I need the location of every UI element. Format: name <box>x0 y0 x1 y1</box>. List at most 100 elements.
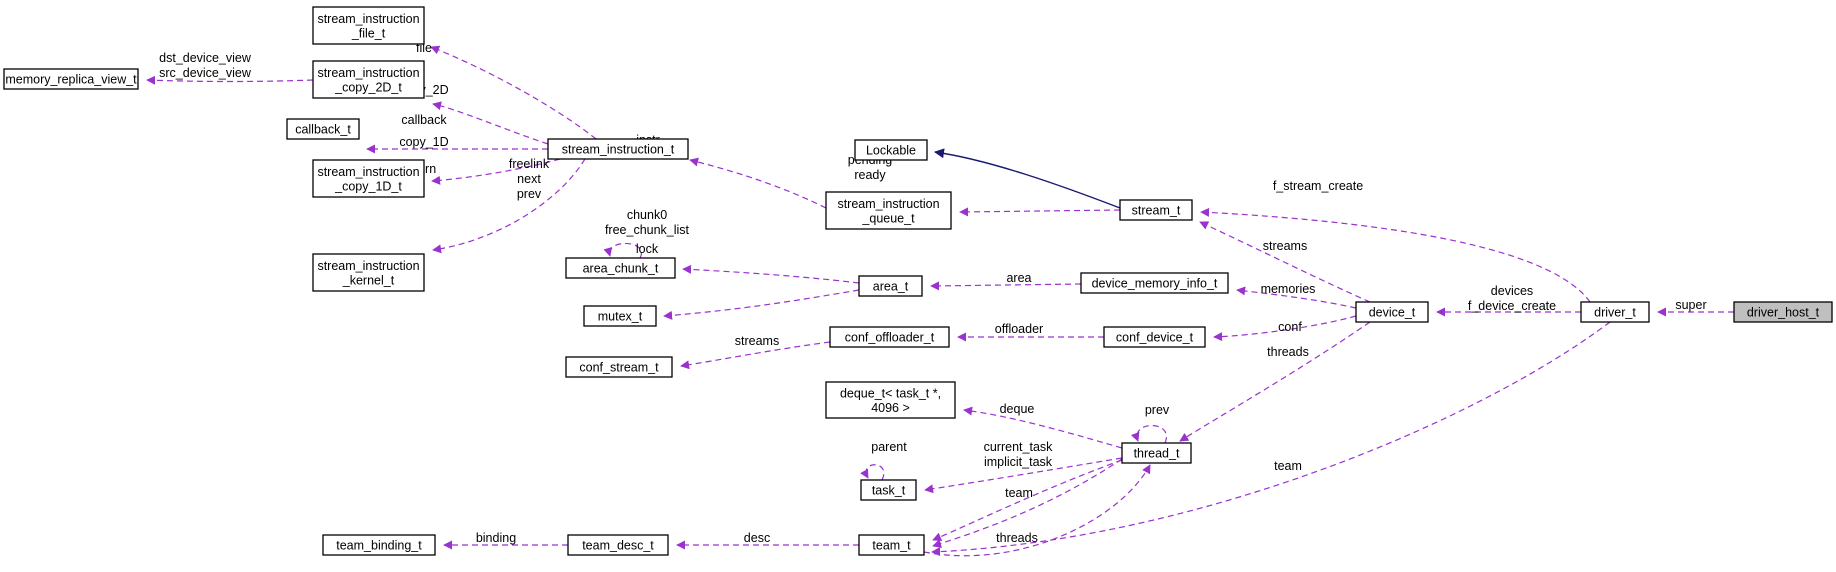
node-box <box>860 479 917 501</box>
node-lockable[interactable]: Lockable <box>854 139 928 161</box>
edge-label-threads-dev: threads <box>1267 345 1309 359</box>
edge-lockable <box>934 148 1121 209</box>
edge-label-team-thread: team <box>1005 486 1033 500</box>
node-stream-instruction-copy-1d-t[interactable]: stream_instruction_copy_1D_t <box>312 159 425 198</box>
node-label: deque_t< task_t *, <box>840 386 941 400</box>
edge-kern <box>432 158 586 254</box>
edge-f-stream <box>1200 207 1591 303</box>
node-box <box>1121 442 1192 464</box>
node-label: task_t <box>872 484 906 498</box>
node-box <box>312 159 425 198</box>
node-deque-t[interactable]: deque_t< task_t *,4096 > <box>825 381 956 419</box>
edge-label-streams-conf: streams <box>735 334 779 348</box>
node-box <box>3 68 139 90</box>
node-box <box>858 534 925 556</box>
edge-area <box>930 281 1082 291</box>
edge-label-threads-team: threads <box>996 531 1038 545</box>
node-box <box>1580 301 1650 323</box>
node-label: _file_t <box>351 26 386 40</box>
node-stream-instruction-t[interactable]: stream_instruction_t <box>547 138 689 160</box>
node-team-binding-t[interactable]: team_binding_t <box>322 534 436 556</box>
edge-label-devices-2: f_device_create <box>1468 299 1556 313</box>
edge-streams-dev <box>1199 221 1371 303</box>
node-label: stream_t <box>1132 204 1181 218</box>
node-stream-instruction-queue-t[interactable]: stream_instruction_queue_t <box>825 191 952 230</box>
node-label: thread_t <box>1134 447 1180 461</box>
node-label: stream_instruction <box>837 197 939 211</box>
node-box <box>1103 326 1206 348</box>
edge-label-freelink-1: freelink <box>509 157 550 171</box>
edge-label-chunk0-1: chunk0 <box>627 208 667 222</box>
node-device-t[interactable]: device_t <box>1355 301 1429 323</box>
node-box <box>547 138 689 160</box>
edge-copy-1d <box>431 158 561 185</box>
edge-instr <box>689 157 827 209</box>
edge-label-area: area <box>1006 271 1031 285</box>
node-area-t[interactable]: area_t <box>858 275 923 297</box>
edge-label-memories: memories <box>1261 282 1316 296</box>
node-stream-instruction-copy-2d-t[interactable]: stream_instruction_copy_2D_t <box>312 60 425 99</box>
node-memory-replica-view-t[interactable]: memory_replica_view_t <box>3 68 139 90</box>
edge-label-devices-1: devices <box>1491 284 1533 298</box>
edge-conf <box>1213 315 1357 342</box>
edge-streams-conf <box>680 341 831 370</box>
edge-label-lock: lock <box>636 242 659 256</box>
node-label: device_memory_info_t <box>1092 277 1218 291</box>
node-box <box>854 139 928 161</box>
node-thread-t[interactable]: thread_t <box>1121 442 1192 464</box>
edge-label-prev-thread: prev <box>1145 403 1170 417</box>
edges-layer <box>146 45 1734 557</box>
nodes-layer: stream_instruction_file_tmemory_replica_… <box>3 6 1833 556</box>
node-conf-offloader-t[interactable]: conf_offloader_t <box>829 326 950 348</box>
node-team-desc-t[interactable]: team_desc_t <box>567 534 669 556</box>
node-label: stream_instruction <box>317 165 419 179</box>
edge-label-conf: conf <box>1278 320 1302 334</box>
node-callback-t[interactable]: callback_t <box>286 118 360 140</box>
node-box <box>567 534 669 556</box>
node-box <box>1119 199 1193 221</box>
node-box <box>1355 301 1429 323</box>
node-label: _copy_2D_t <box>334 80 402 94</box>
edge-label-parent: parent <box>871 440 907 454</box>
node-label: driver_t <box>1594 306 1636 320</box>
edge-freelink <box>603 242 643 259</box>
node-device-memory-info-t[interactable]: device_memory_info_t <box>1080 272 1229 294</box>
node-label: callback_t <box>295 123 351 137</box>
edge-team-driver <box>931 321 1611 557</box>
edge-prev-thread <box>1130 424 1168 444</box>
node-driver-host-t[interactable]: driver_host_t <box>1733 301 1833 323</box>
node-box <box>565 257 676 279</box>
edge-label-desc: desc <box>744 531 770 545</box>
node-label: _copy_1D_t <box>334 179 402 193</box>
node-label: conf_stream_t <box>579 361 659 375</box>
node-label: Lockable <box>866 144 916 158</box>
node-area-chunk-t[interactable]: area_chunk_t <box>565 257 676 279</box>
node-driver-t[interactable]: driver_t <box>1580 301 1650 323</box>
node-stream-t[interactable]: stream_t <box>1119 199 1193 221</box>
node-box <box>312 60 425 99</box>
node-conf-stream-t[interactable]: conf_stream_t <box>565 356 673 378</box>
node-label: stream_instruction <box>317 259 419 273</box>
node-label: team_t <box>872 539 911 553</box>
edge-label-freelink-2: next <box>517 172 541 186</box>
node-label: stream_instruction <box>317 12 419 26</box>
edge-current-task <box>924 457 1123 494</box>
node-task-t[interactable]: task_t <box>860 479 917 501</box>
edge-label-freelink-3: prev <box>517 187 542 201</box>
edge-label-streams-dev: streams <box>1263 239 1307 253</box>
edge-label-deque: deque <box>1000 402 1035 416</box>
node-conf-device-t[interactable]: conf_device_t <box>1103 326 1206 348</box>
edge-deque <box>963 406 1123 449</box>
node-box <box>858 275 923 297</box>
edge-copy-2d <box>432 101 549 145</box>
edge-label-current-task-2: implicit_task <box>984 455 1053 469</box>
edge-label-dst-src-view-1: dst_device_view <box>159 51 252 65</box>
node-mutex-t[interactable]: mutex_t <box>583 305 657 327</box>
node-stream-instruction-kernel-t[interactable]: stream_instruction_kernel_t <box>312 253 425 292</box>
node-team-t[interactable]: team_t <box>858 534 925 556</box>
node-label: memory_replica_view_t <box>5 73 137 87</box>
node-label: device_t <box>1369 306 1416 320</box>
node-stream-instruction-file-t[interactable]: stream_instruction_file_t <box>312 6 425 45</box>
edge-label-pending-ready-2: ready <box>854 168 886 182</box>
edge-threads-team <box>923 464 1151 557</box>
